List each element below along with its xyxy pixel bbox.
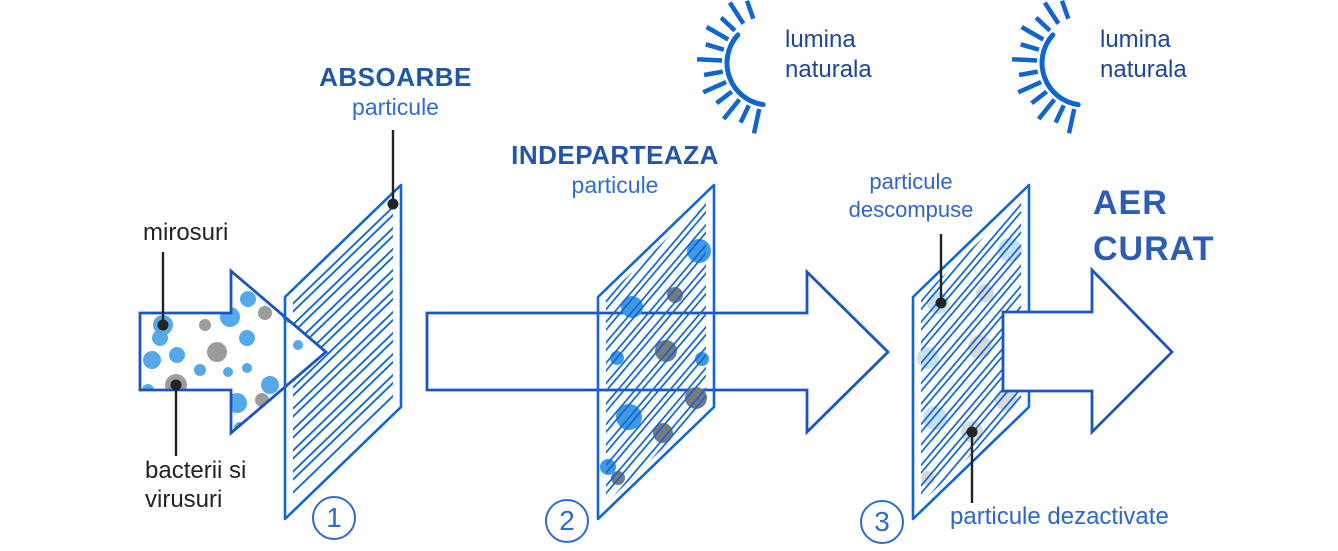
decomposed-pointer: [935, 234, 947, 309]
natural-light-label-2: lumina naturala: [1100, 26, 1187, 83]
natural-light-label-1: lumina naturala: [785, 26, 872, 83]
filter-panel-1-stripes: [293, 202, 393, 500]
clean-air-arrow: [1001, 266, 1174, 436]
step-circle-3: 3: [860, 500, 904, 544]
sun-icon: [696, 0, 766, 134]
filter-panel-3-stripes: [921, 200, 1021, 504]
decomposed-label: particule descompuse: [848, 169, 974, 222]
stage1-subtitle: particule: [352, 94, 439, 120]
step-circle-2: 2: [545, 499, 589, 543]
odors-pointer: [157, 252, 169, 331]
stage1-title: ABSOARBE: [319, 62, 472, 92]
filter-panel-3: [911, 183, 1031, 521]
sun-icon: [1011, 0, 1081, 134]
stage2-subtitle: particule: [571, 172, 659, 198]
stage2-title: INDEPARTEAZA: [511, 140, 719, 170]
bacteria-label: bacterii si virusuri: [145, 457, 247, 513]
deactivated-pointer: [966, 426, 978, 503]
clean-air-label: AER CURAT: [1093, 184, 1215, 268]
bacteria-pointer: [170, 379, 182, 456]
step-circle-1: 1: [312, 496, 356, 540]
filter-panel-2: [596, 183, 716, 521]
absorb-pointer: [387, 130, 399, 210]
deactivated-label: particule dezactivate: [950, 503, 1169, 530]
filter-panel-1: [283, 183, 403, 521]
filter-panel-2-stripes: [606, 200, 706, 504]
odors-label: mirosuri: [143, 219, 229, 246]
